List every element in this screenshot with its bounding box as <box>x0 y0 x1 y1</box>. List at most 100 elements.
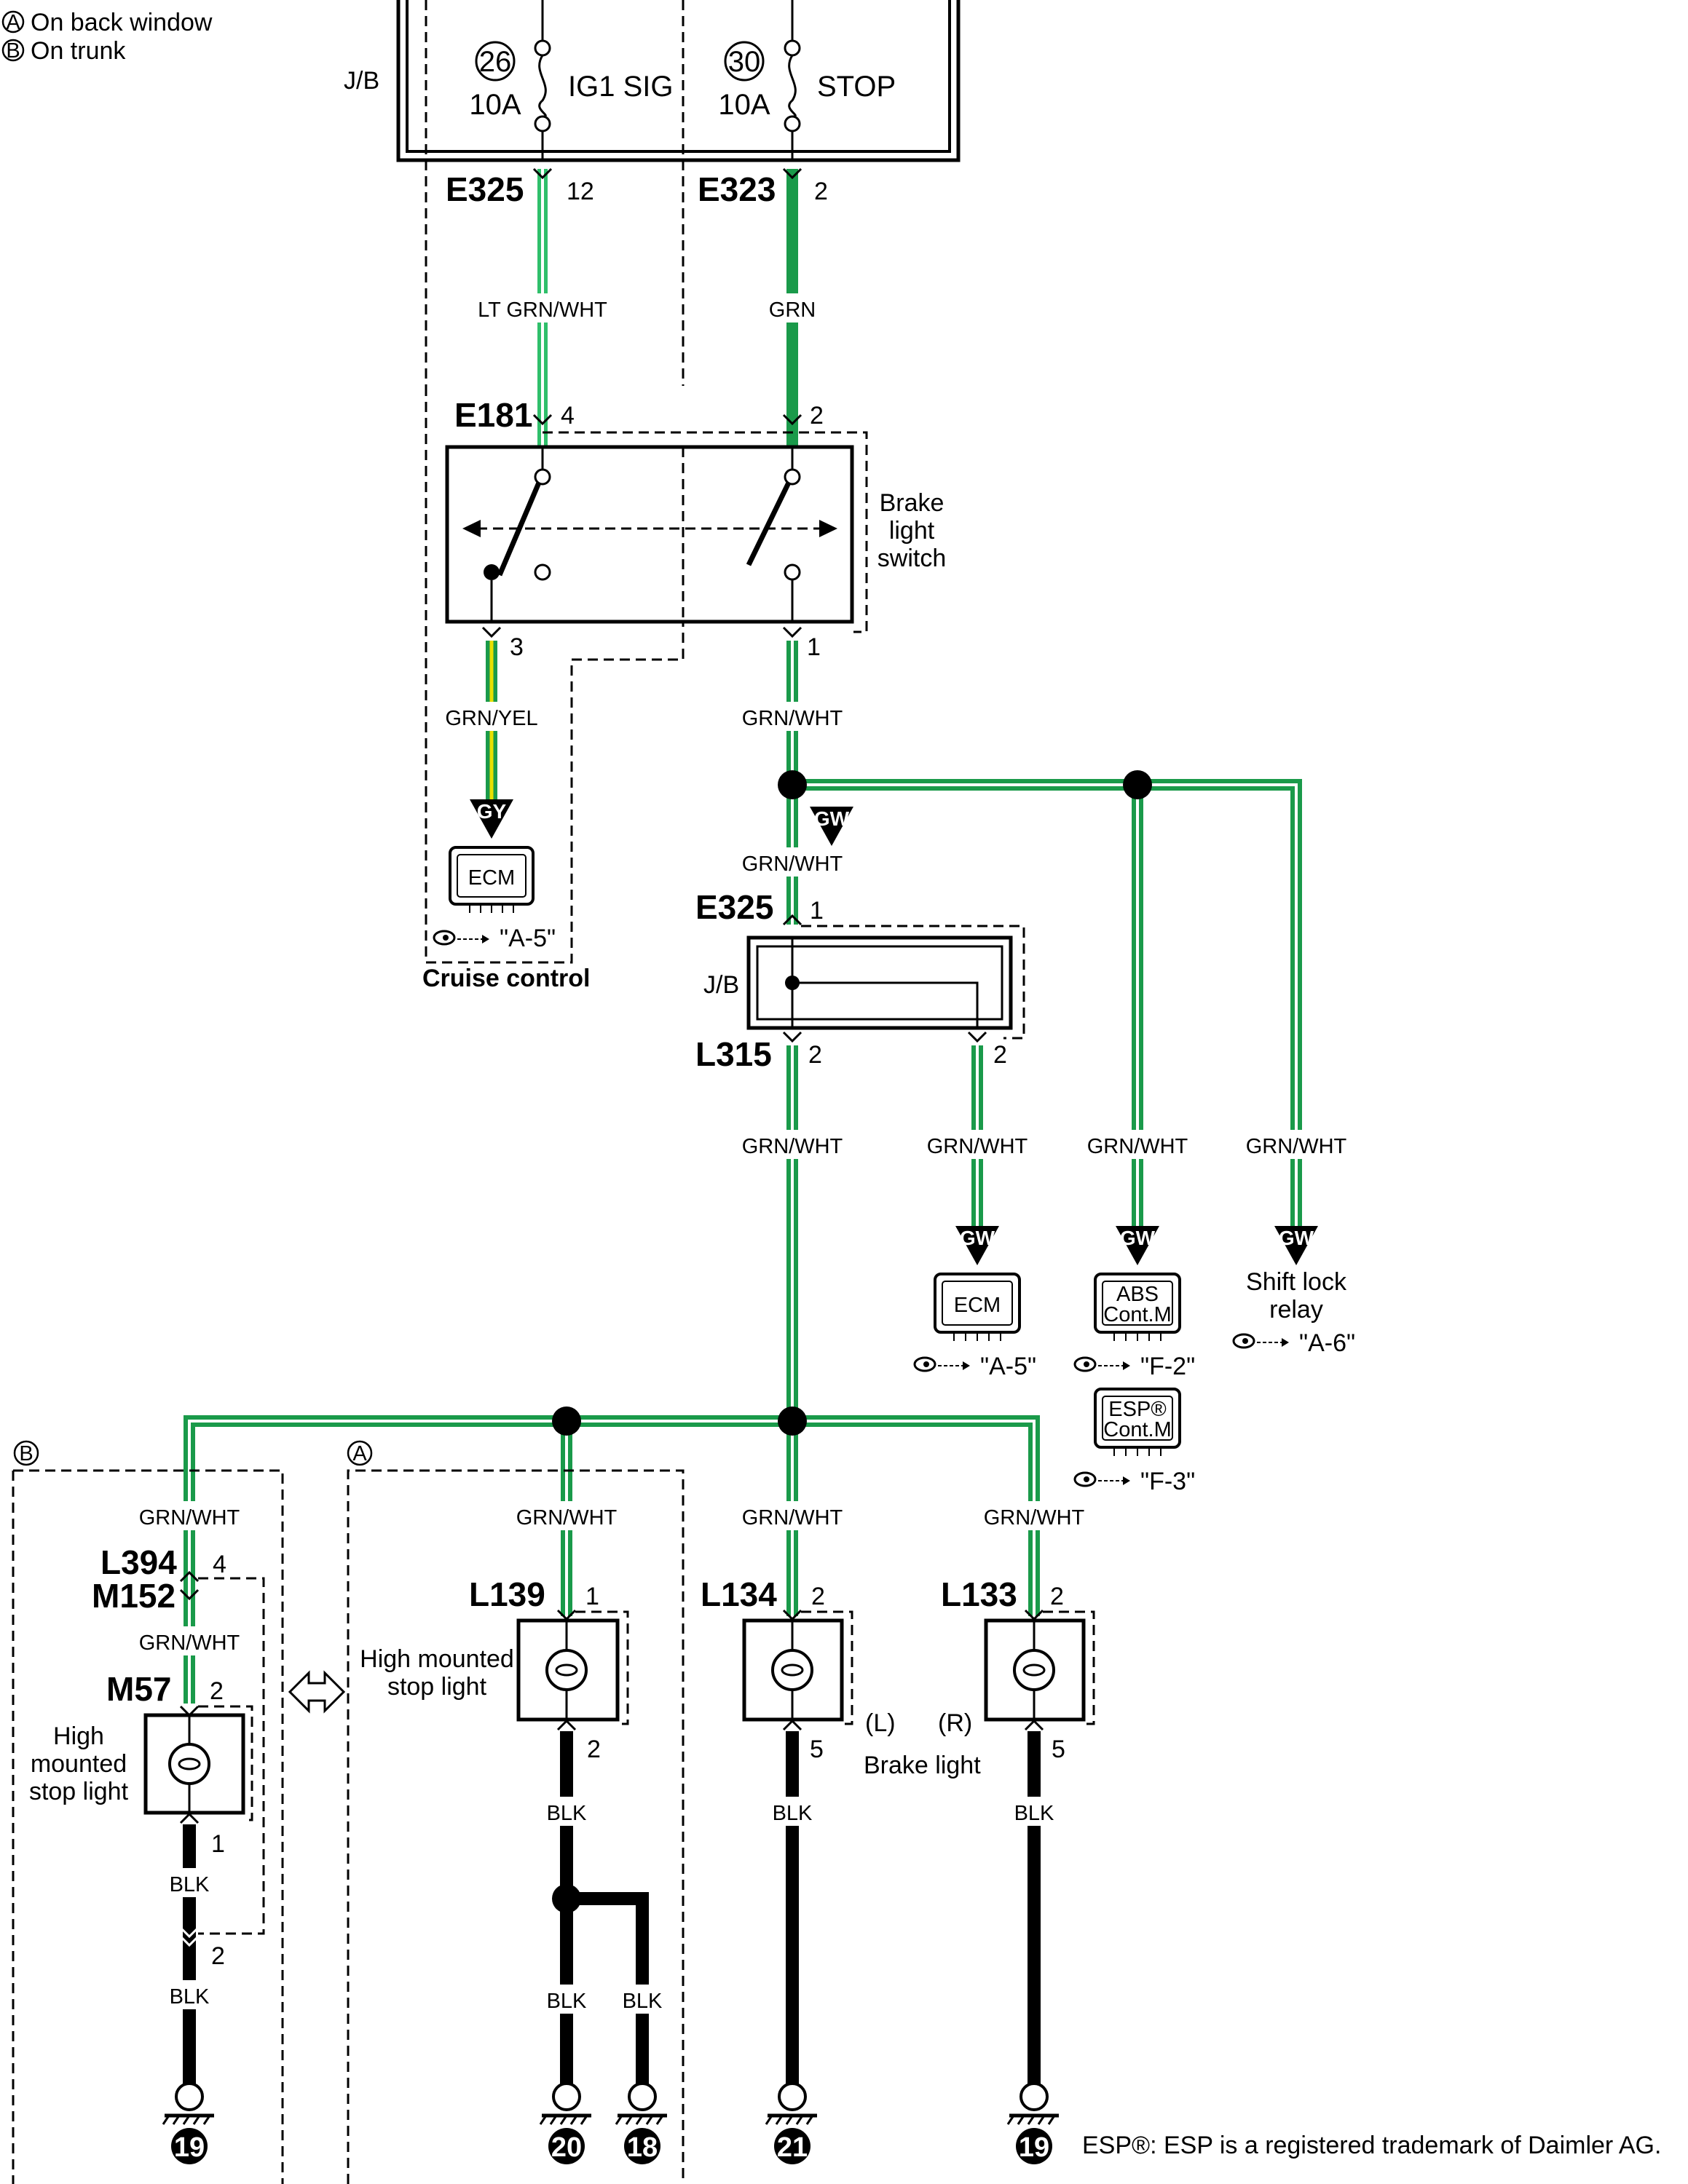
fuse-26-name: IG1 SIG <box>568 71 674 103</box>
fuse-26-number: 26 <box>479 46 512 78</box>
connector-l133-pin: 2 <box>1050 1583 1064 1610</box>
esp-control-module: ESP® Cont.M "F-3" <box>1073 1388 1195 1495</box>
eye-ref-icon <box>1073 1471 1130 1487</box>
abs-label-1: ABS <box>1116 1283 1159 1306</box>
section-a-back-window: A L139 1 High mounted stop light 2 BLK B… <box>347 1440 685 2184</box>
hm-stop-a-label-1: High mounted <box>360 1645 514 1673</box>
ground-20: 20 <box>539 2082 591 2164</box>
connector-e181-name: E181 <box>454 396 532 434</box>
wire-label-blk-6: BLK <box>773 1802 813 1825</box>
ground-number-1: 19 <box>174 2132 205 2163</box>
connector-e323-pin: 2 <box>814 178 828 205</box>
connector-e325-top: E325 12 <box>446 167 594 208</box>
wire-grn-wht-lower: GRN/WHT <box>741 1045 843 1421</box>
wire-label-grn-wht-2: GRN/WHT <box>742 852 843 876</box>
wire-label-blk-7: BLK <box>1014 1802 1054 1825</box>
ground-19-r: 19 <box>1006 2082 1059 2164</box>
abs-control-module: GW ABS Cont.M "F-2" <box>1073 1226 1195 1380</box>
ref-f3: "F-3" <box>1140 1468 1195 1495</box>
section-a-letter: A <box>352 1442 367 1465</box>
wire-grn-wht-ecm: GRN/WHT GW <box>926 1045 1028 1265</box>
legend-text-b: On trunk <box>31 37 126 65</box>
wire-grn-yel: GRN/YEL GY <box>441 641 543 839</box>
badge-gw-ecm: GW <box>960 1227 995 1249</box>
ecm-right-label: ECM <box>954 1294 1001 1317</box>
shift-lock-relay: GW Shift lock relay "A-6" <box>1232 1226 1355 1357</box>
double-arrow-icon <box>288 1670 346 1714</box>
fuse-30-number: 30 <box>728 46 761 78</box>
legend-letter-a: A <box>6 11 20 34</box>
connector-e325-jb-pin: 1 <box>810 897 824 925</box>
connector-l134-name: L134 <box>701 1575 777 1613</box>
ground-number-5: 19 <box>1019 2132 1049 2163</box>
ref-a6: "A-6" <box>1299 1329 1355 1357</box>
wire-label-grn-wht-11: GRN/WHT <box>139 1631 240 1655</box>
shift-lock-label-2: relay <box>1269 1296 1323 1324</box>
wire-label-blk-2: BLK <box>170 1985 210 2009</box>
connector-e325-pin: 12 <box>567 178 594 205</box>
badge-gw-abs: GW <box>1120 1227 1156 1249</box>
legend-letter-b: B <box>6 39 20 63</box>
hm-stop-b-label-1: High <box>53 1722 104 1750</box>
shift-lock-label-1: Shift lock <box>1246 1268 1347 1296</box>
ref-a5-cruise: "A-5" <box>500 925 556 952</box>
wire-label-grn-wht-10: GRN/WHT <box>984 1506 1085 1530</box>
brake-light-switch: E181 4 2 Brake light switch 3 1 <box>445 396 946 661</box>
l139-pin-2: 2 <box>587 1736 601 1763</box>
legend: A On back window B On trunk <box>1 9 213 65</box>
fuse-26: 26 10A IG1 SIG <box>469 0 674 160</box>
brake-light-label: Brake light <box>864 1752 981 1779</box>
section-b-trunk: B L394 M152 4 GRN/WHT M57 2 High mounted… <box>12 1440 284 2184</box>
connector-l134-pin: 2 <box>811 1583 825 1610</box>
wire-label-grn-wht-5: GRN/WHT <box>1087 1135 1188 1158</box>
junction-block-small: E325 1 J/B L315 2 2 <box>695 888 1025 1073</box>
wire-label-blk-5: BLK <box>623 1990 663 2013</box>
hm-stop-b-label-2: mounted <box>31 1750 127 1778</box>
cruise-control-label: Cruise control <box>422 965 590 992</box>
m57-return-pin: 2 <box>211 1942 225 1970</box>
wire-label-grn-wht-9: GRN/WHT <box>742 1506 843 1530</box>
wire-label-blk-1: BLK <box>170 1873 210 1896</box>
fuse-26-rating: 10A <box>469 89 521 121</box>
hm-stop-b-label-3: stop light <box>29 1778 129 1805</box>
ground-number-3: 18 <box>627 2132 658 2163</box>
wire-label-grn-wht-6: GRN/WHT <box>1246 1135 1347 1158</box>
l133-pin-5: 5 <box>1052 1736 1065 1763</box>
wire-label-grn-wht-3: GRN/WHT <box>742 1135 843 1158</box>
ground-19-b: 19 <box>162 2082 214 2164</box>
eye-ref-icon <box>1073 1356 1130 1372</box>
side-left: (L) <box>865 1709 896 1737</box>
ref-a5-right: "A-5" <box>980 1353 1036 1380</box>
connector-l133-name: L133 <box>941 1575 1017 1613</box>
jb-label: J/B <box>344 67 379 95</box>
badge-gw-main: GW <box>814 807 850 830</box>
ground-number-2: 20 <box>551 2132 582 2163</box>
ref-f2: "F-2" <box>1140 1353 1195 1380</box>
connector-l315-pin-a: 2 <box>808 1041 822 1069</box>
wire-label-lt-grn-wht: LT GRN/WHT <box>478 298 607 322</box>
ground-number-4: 21 <box>777 2132 808 2163</box>
ecm-cruise: ECM "A-5" Cruise control <box>422 846 590 992</box>
jb-small-label: J/B <box>703 971 739 999</box>
wire-label-grn-wht-4: GRN/WHT <box>927 1135 1028 1158</box>
eye-ref-icon <box>433 930 489 946</box>
trademark-note: ESP®: ESP is a registered trademark of D… <box>1082 2132 1661 2159</box>
connector-l315-name: L315 <box>695 1035 772 1073</box>
switch-pin-3: 3 <box>510 633 524 661</box>
ground-18: 18 <box>615 2082 667 2164</box>
wire-label-grn-wht-8: GRN/WHT <box>516 1506 618 1530</box>
legend-text-a: On back window <box>31 9 213 36</box>
connector-e323: E323 2 <box>698 167 828 208</box>
hm-stop-a-label-2: stop light <box>387 1673 487 1701</box>
connector-l139-name: L139 <box>469 1575 545 1613</box>
connector-m57-name: M57 <box>106 1670 171 1708</box>
wire-label-grn-wht-1: GRN/WHT <box>742 707 843 730</box>
eye-ref-icon <box>913 1356 970 1372</box>
ground-21: 21 <box>765 2082 817 2164</box>
l134-pin-5: 5 <box>810 1736 824 1763</box>
connector-e323-name: E323 <box>698 170 776 208</box>
connector-e181-pin-a: 4 <box>561 402 575 430</box>
fuse-30-name: STOP <box>817 71 896 103</box>
junction-block-top: J/B <box>344 0 961 386</box>
